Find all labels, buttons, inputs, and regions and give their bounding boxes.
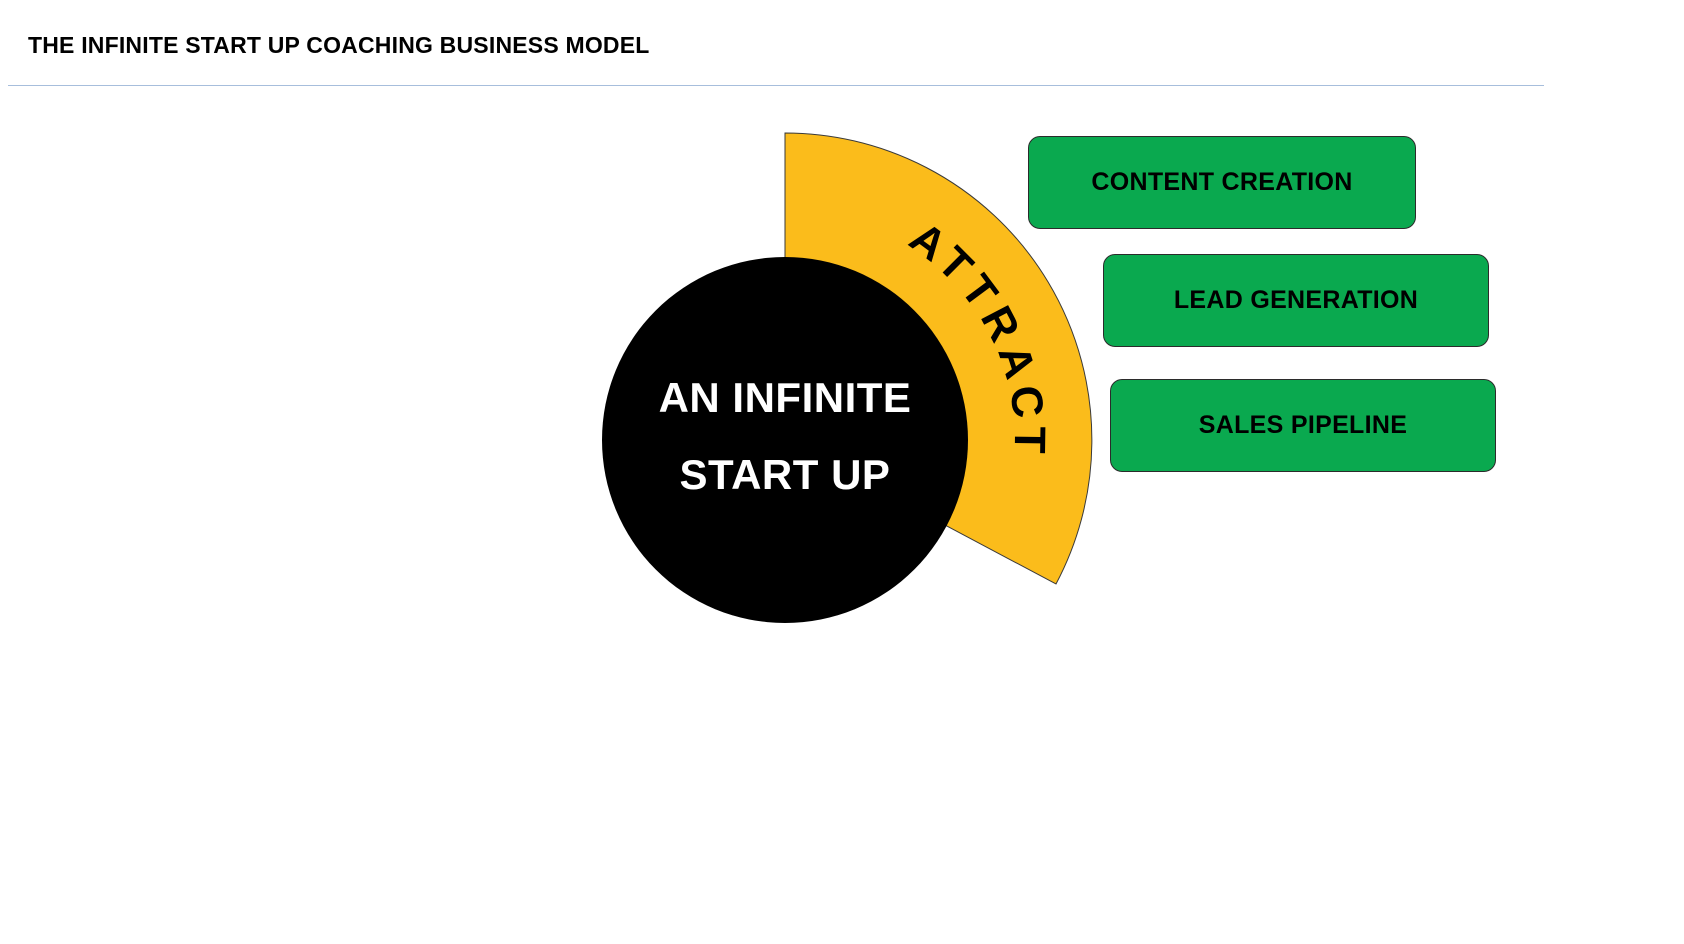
center-circle (602, 257, 968, 623)
box-content-creation-label: CONTENT CREATION (1091, 168, 1353, 196)
box-sales-pipeline-label: SALES PIPELINE (1198, 411, 1408, 439)
box-content-creation: CONTENT CREATION (1028, 136, 1416, 229)
center-label-line1: AN INFINITE (659, 374, 912, 421)
box-sales-pipeline: SALES PIPELINE (1110, 379, 1496, 472)
box-lead-generation: LEAD GENERATION (1103, 254, 1489, 347)
page-title: THE INFINITE START UP COACHING BUSINESS … (28, 32, 650, 58)
box-lead-generation-label: LEAD GENERATION (1173, 286, 1419, 314)
header-divider (8, 85, 1544, 86)
center-label-line2: START UP (680, 451, 891, 498)
